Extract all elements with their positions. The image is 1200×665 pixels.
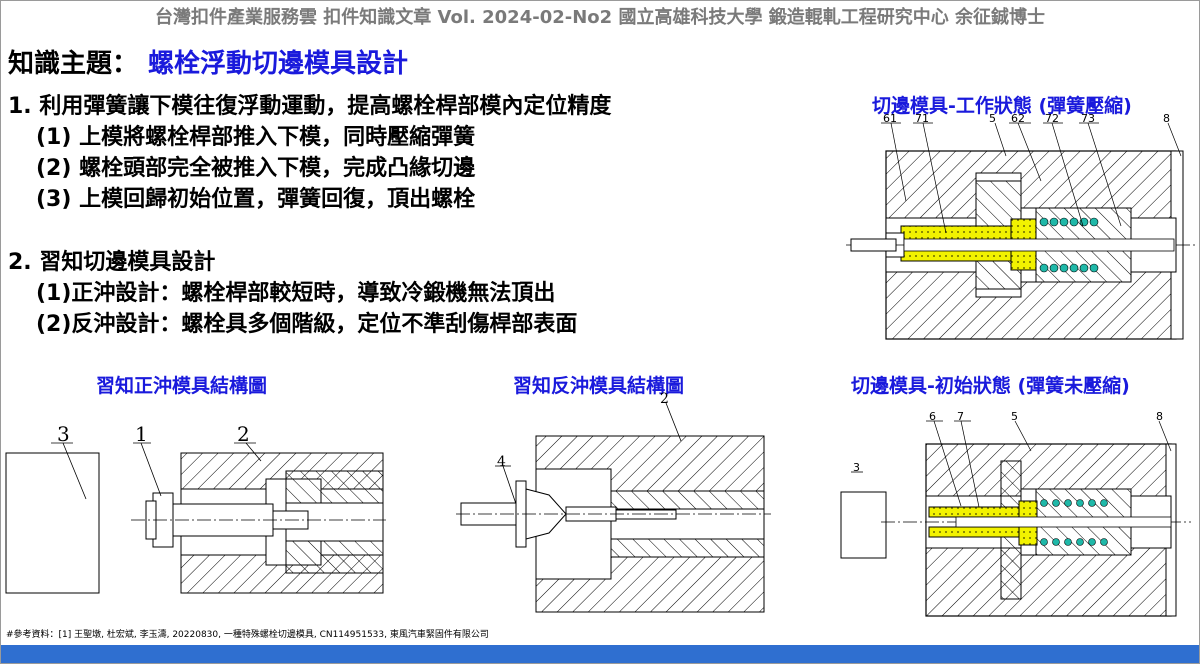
forward-label-3: 3 [57, 422, 70, 446]
initial-yellow-punch [928, 500, 1038, 546]
initial-leaders [926, 420, 1172, 508]
section-1-item-3: (3) 上模回歸初始位置，彈簧回復，頂出螺栓 [36, 187, 476, 212]
reverse-bolt-4 [456, 465, 771, 548]
initial-spring [1040, 499, 1108, 546]
section-1-item-1: (1) 上模將螺栓桿部推入下模，同時壓縮彈簧 [36, 125, 476, 150]
reference-note: #參考資料：[1] 王聖墩, 杜宏斌, 李玉濤, 20220830, 一種特殊螺… [6, 630, 489, 640]
forward-bolt-1 [131, 442, 386, 548]
forward-label-2: 2 [237, 422, 250, 446]
reverse-die-2 [535, 402, 765, 613]
initial-label-7: 7 [957, 410, 964, 423]
section-2-item-1: (1)正沖設計：螺栓桿部較短時，導致冷鍛機無法頂出 [36, 281, 556, 306]
section-2: 2. 習知切邊模具設計 (1)正沖設計：螺栓桿部較短時，導致冷鍛機無法頂出 (2… [8, 247, 577, 340]
caption-forward-punch: 習知正沖模具結構圖 [96, 375, 268, 397]
working-bolt [846, 232, 1196, 258]
initial-label-6: 6 [929, 410, 936, 423]
working-label-8: 8 [1163, 112, 1170, 125]
reverse-label-4: 4 [497, 454, 506, 470]
initial-die-body [925, 443, 1177, 617]
topic-label: 知識主題： [8, 49, 139, 79]
working-die-body [885, 150, 1184, 340]
initial-bolt [881, 516, 1191, 528]
forward-die-2 [180, 442, 384, 594]
working-yellow-punch [900, 218, 1037, 271]
caption-working-state: 切邊模具-工作狀態 (彈簧壓縮) [872, 95, 1132, 117]
section-2-item-2: (2)反沖設計：螺栓具多個階級，定位不準刮傷桿部表面 [36, 312, 578, 337]
initial-label-5: 5 [1011, 410, 1018, 423]
forward-block-3 [5, 442, 100, 594]
section-1: 1. 利用彈簧讓下模往復浮動運動，提高螺栓桿部模內定位精度 (1) 上模將螺栓桿… [8, 91, 611, 215]
initial-block-3 [840, 471, 887, 559]
bottom-bar [1, 645, 1199, 663]
header-banner: 台灣扣件產業服務雲 扣件知識文章 Vol. 2024-02-No2 國立高雄科技… [155, 7, 1045, 28]
section-1-item-2: (2) 螺栓頭部完全被推入下模，完成凸緣切邊 [36, 156, 476, 181]
working-leaders [881, 122, 1182, 234]
working-spring [1039, 217, 1099, 273]
section-2-title: 2. 習知切邊模具設計 [8, 250, 216, 275]
caption-initial-state: 切邊模具-初始狀態 (彈簧未壓縮) [851, 375, 1130, 397]
section-1-title: 1. 利用彈簧讓下模往復浮動運動，提高螺栓桿部模內定位精度 [8, 94, 612, 119]
topic-title: 螺栓浮動切邊模具設計 [148, 49, 409, 79]
initial-label-3: 3 [853, 461, 860, 474]
initial-label-8: 8 [1156, 410, 1163, 423]
knowledge-topic: 知識主題： 螺栓浮動切邊模具設計 [8, 43, 408, 80]
forward-label-1: 1 [135, 422, 148, 446]
caption-reverse-punch: 習知反沖模具結構圖 [513, 375, 685, 397]
